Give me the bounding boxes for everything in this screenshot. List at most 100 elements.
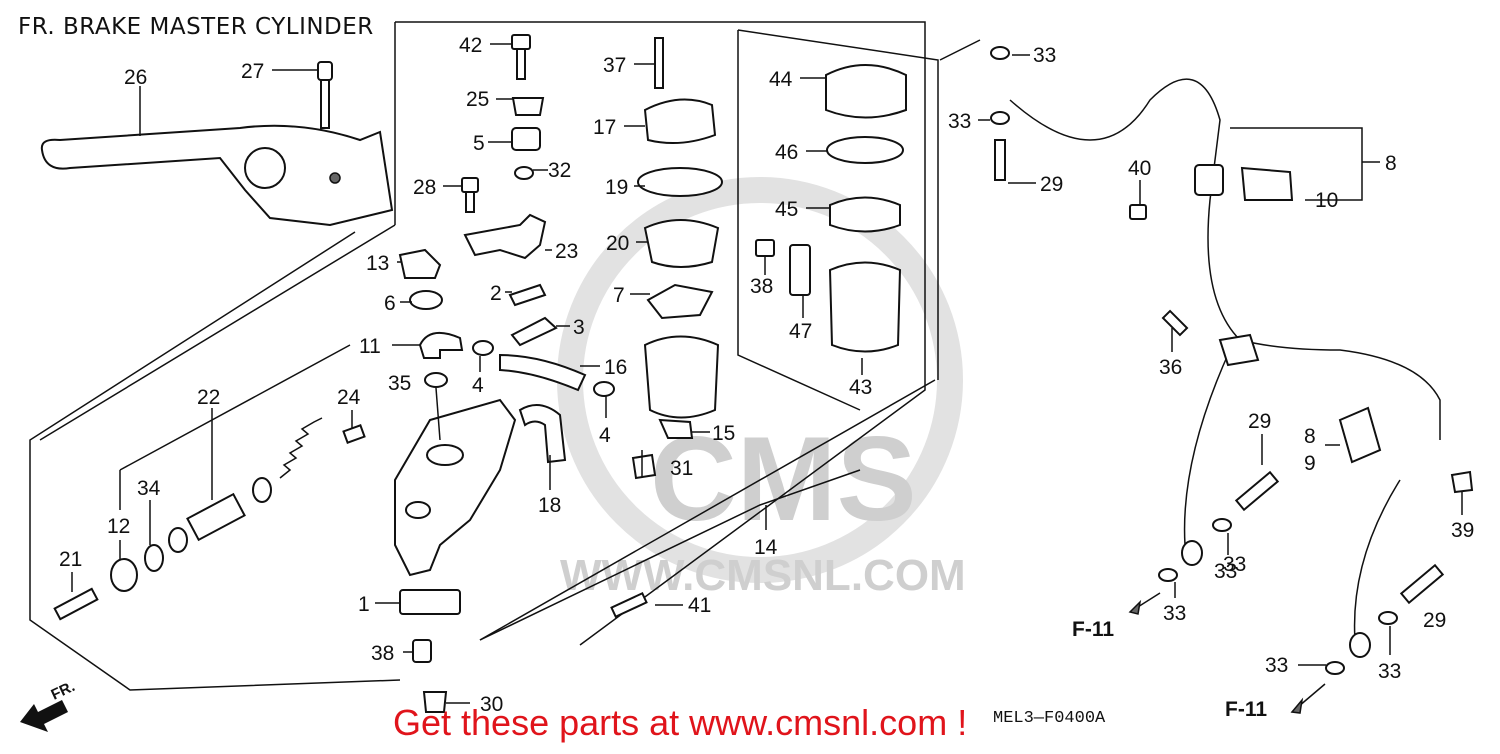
arrow-head-left — [1128, 599, 1142, 615]
clamp-10 — [1240, 166, 1294, 201]
clip-4-upper — [472, 340, 494, 356]
watermark-brand: CMS — [650, 412, 917, 546]
banjo-left — [1181, 540, 1203, 566]
callout: 5 — [473, 132, 485, 155]
diaphragm-20 — [643, 219, 720, 268]
callout: 7 — [613, 284, 625, 307]
callout: 41 — [688, 594, 711, 617]
callout: 8 — [1385, 152, 1397, 175]
clamp-8-9 — [1338, 406, 1382, 464]
brake-hoses — [990, 46, 1474, 714]
callout: 18 — [538, 494, 561, 517]
upper-hose — [1009, 78, 1441, 440]
callout: 29 — [1248, 410, 1271, 433]
promo-link[interactable]: Get these parts at www.cmsnl.com ! — [393, 702, 968, 743]
callout: 31 — [670, 457, 693, 480]
clip-4-lower — [593, 381, 615, 397]
hose-fitting-upper — [1194, 164, 1224, 196]
callout: 24 — [337, 386, 361, 409]
callout: 6 — [384, 292, 396, 315]
remote-reservoir — [755, 64, 907, 353]
callout: 17 — [593, 116, 616, 139]
washer — [168, 527, 188, 553]
screw-38-lower — [412, 639, 432, 663]
cap-30 — [422, 691, 448, 713]
front-direction-arrow: FR. — [20, 678, 78, 732]
bolt-28-shank — [465, 191, 475, 213]
callout: 42 — [459, 34, 482, 57]
hose-joint — [1218, 333, 1260, 367]
callout: 26 — [124, 66, 147, 89]
callout: 23 — [555, 240, 578, 263]
callout: 33 — [1214, 560, 1237, 583]
stay-23 — [463, 213, 547, 260]
frame-left — [29, 231, 401, 691]
callout: 13 — [366, 252, 389, 275]
cap-13 — [398, 248, 442, 279]
screw-37 — [654, 37, 664, 89]
callout: 33 — [1163, 602, 1186, 625]
callout: 22 — [197, 386, 220, 409]
callout: 30 — [480, 693, 503, 716]
arrow-head-right — [1290, 697, 1304, 714]
master-cylinder-body — [394, 398, 567, 577]
callout: 35 — [388, 372, 411, 395]
callout: 15 — [712, 422, 735, 445]
reservoir-parts — [637, 37, 723, 439]
washer-32 — [514, 166, 534, 180]
cylinder-port-top — [426, 444, 464, 466]
piston-set — [53, 417, 323, 621]
push-rod — [53, 587, 99, 621]
nut-39 — [1450, 470, 1474, 494]
callout: 12 — [107, 515, 130, 538]
callout: 44 — [769, 68, 793, 91]
callout: 39 — [1451, 519, 1474, 542]
callout: 33 — [1223, 553, 1246, 576]
callout: 28 — [413, 176, 436, 199]
clip-6 — [409, 290, 443, 310]
bolt-29-lower — [1399, 563, 1445, 605]
bolt-42-head — [511, 34, 531, 50]
callout: 27 — [241, 60, 264, 83]
callout: 21 — [59, 548, 82, 571]
assembly-frames — [29, 21, 1363, 691]
callout: 37 — [603, 54, 626, 77]
frame-top — [395, 21, 926, 646]
cylinder-port-lower — [405, 501, 431, 519]
page-title: FR. BRAKE MASTER CYLINDER — [18, 14, 374, 40]
frame-reservoir-top — [737, 29, 939, 380]
leader-35 — [435, 387, 441, 441]
callout: 47 — [789, 320, 812, 343]
cylinder-body — [394, 398, 517, 577]
float-7 — [646, 283, 714, 320]
washer-33-b — [990, 111, 1010, 125]
callout: 25 — [466, 88, 489, 111]
lever-body — [40, 124, 394, 227]
grommet-5 — [511, 127, 541, 151]
callout: 19 — [605, 176, 628, 199]
bolt-41 — [610, 591, 648, 619]
fittings — [342, 34, 657, 713]
callout: 33 — [948, 110, 971, 133]
callout: 43 — [849, 376, 872, 399]
plate-19 — [637, 167, 723, 197]
holder-clamp — [518, 404, 567, 464]
callout-numbers: 42 37 27 26 44 33 33 25 5 17 32 28 19 46… — [59, 34, 1474, 716]
callout: 33 — [1265, 654, 1288, 677]
reservoir-outlet — [658, 418, 694, 439]
frame-left-top — [39, 224, 396, 441]
diagram-code: MEL3—F0400A — [993, 709, 1106, 728]
callout: 1 — [358, 593, 370, 616]
callout: 3 — [573, 316, 585, 339]
bolt-29-upper — [994, 139, 1006, 181]
pivot-bolt-shank — [320, 79, 330, 129]
cover-17 — [643, 98, 717, 144]
cap-25 — [511, 97, 545, 116]
ring-35 — [424, 372, 448, 388]
callout: 46 — [775, 141, 798, 164]
callout: 45 — [775, 198, 798, 221]
callout: 29 — [1423, 609, 1446, 632]
callout: 40 — [1128, 157, 1151, 180]
circlip — [144, 544, 164, 572]
diaphragm-45 — [829, 196, 901, 233]
